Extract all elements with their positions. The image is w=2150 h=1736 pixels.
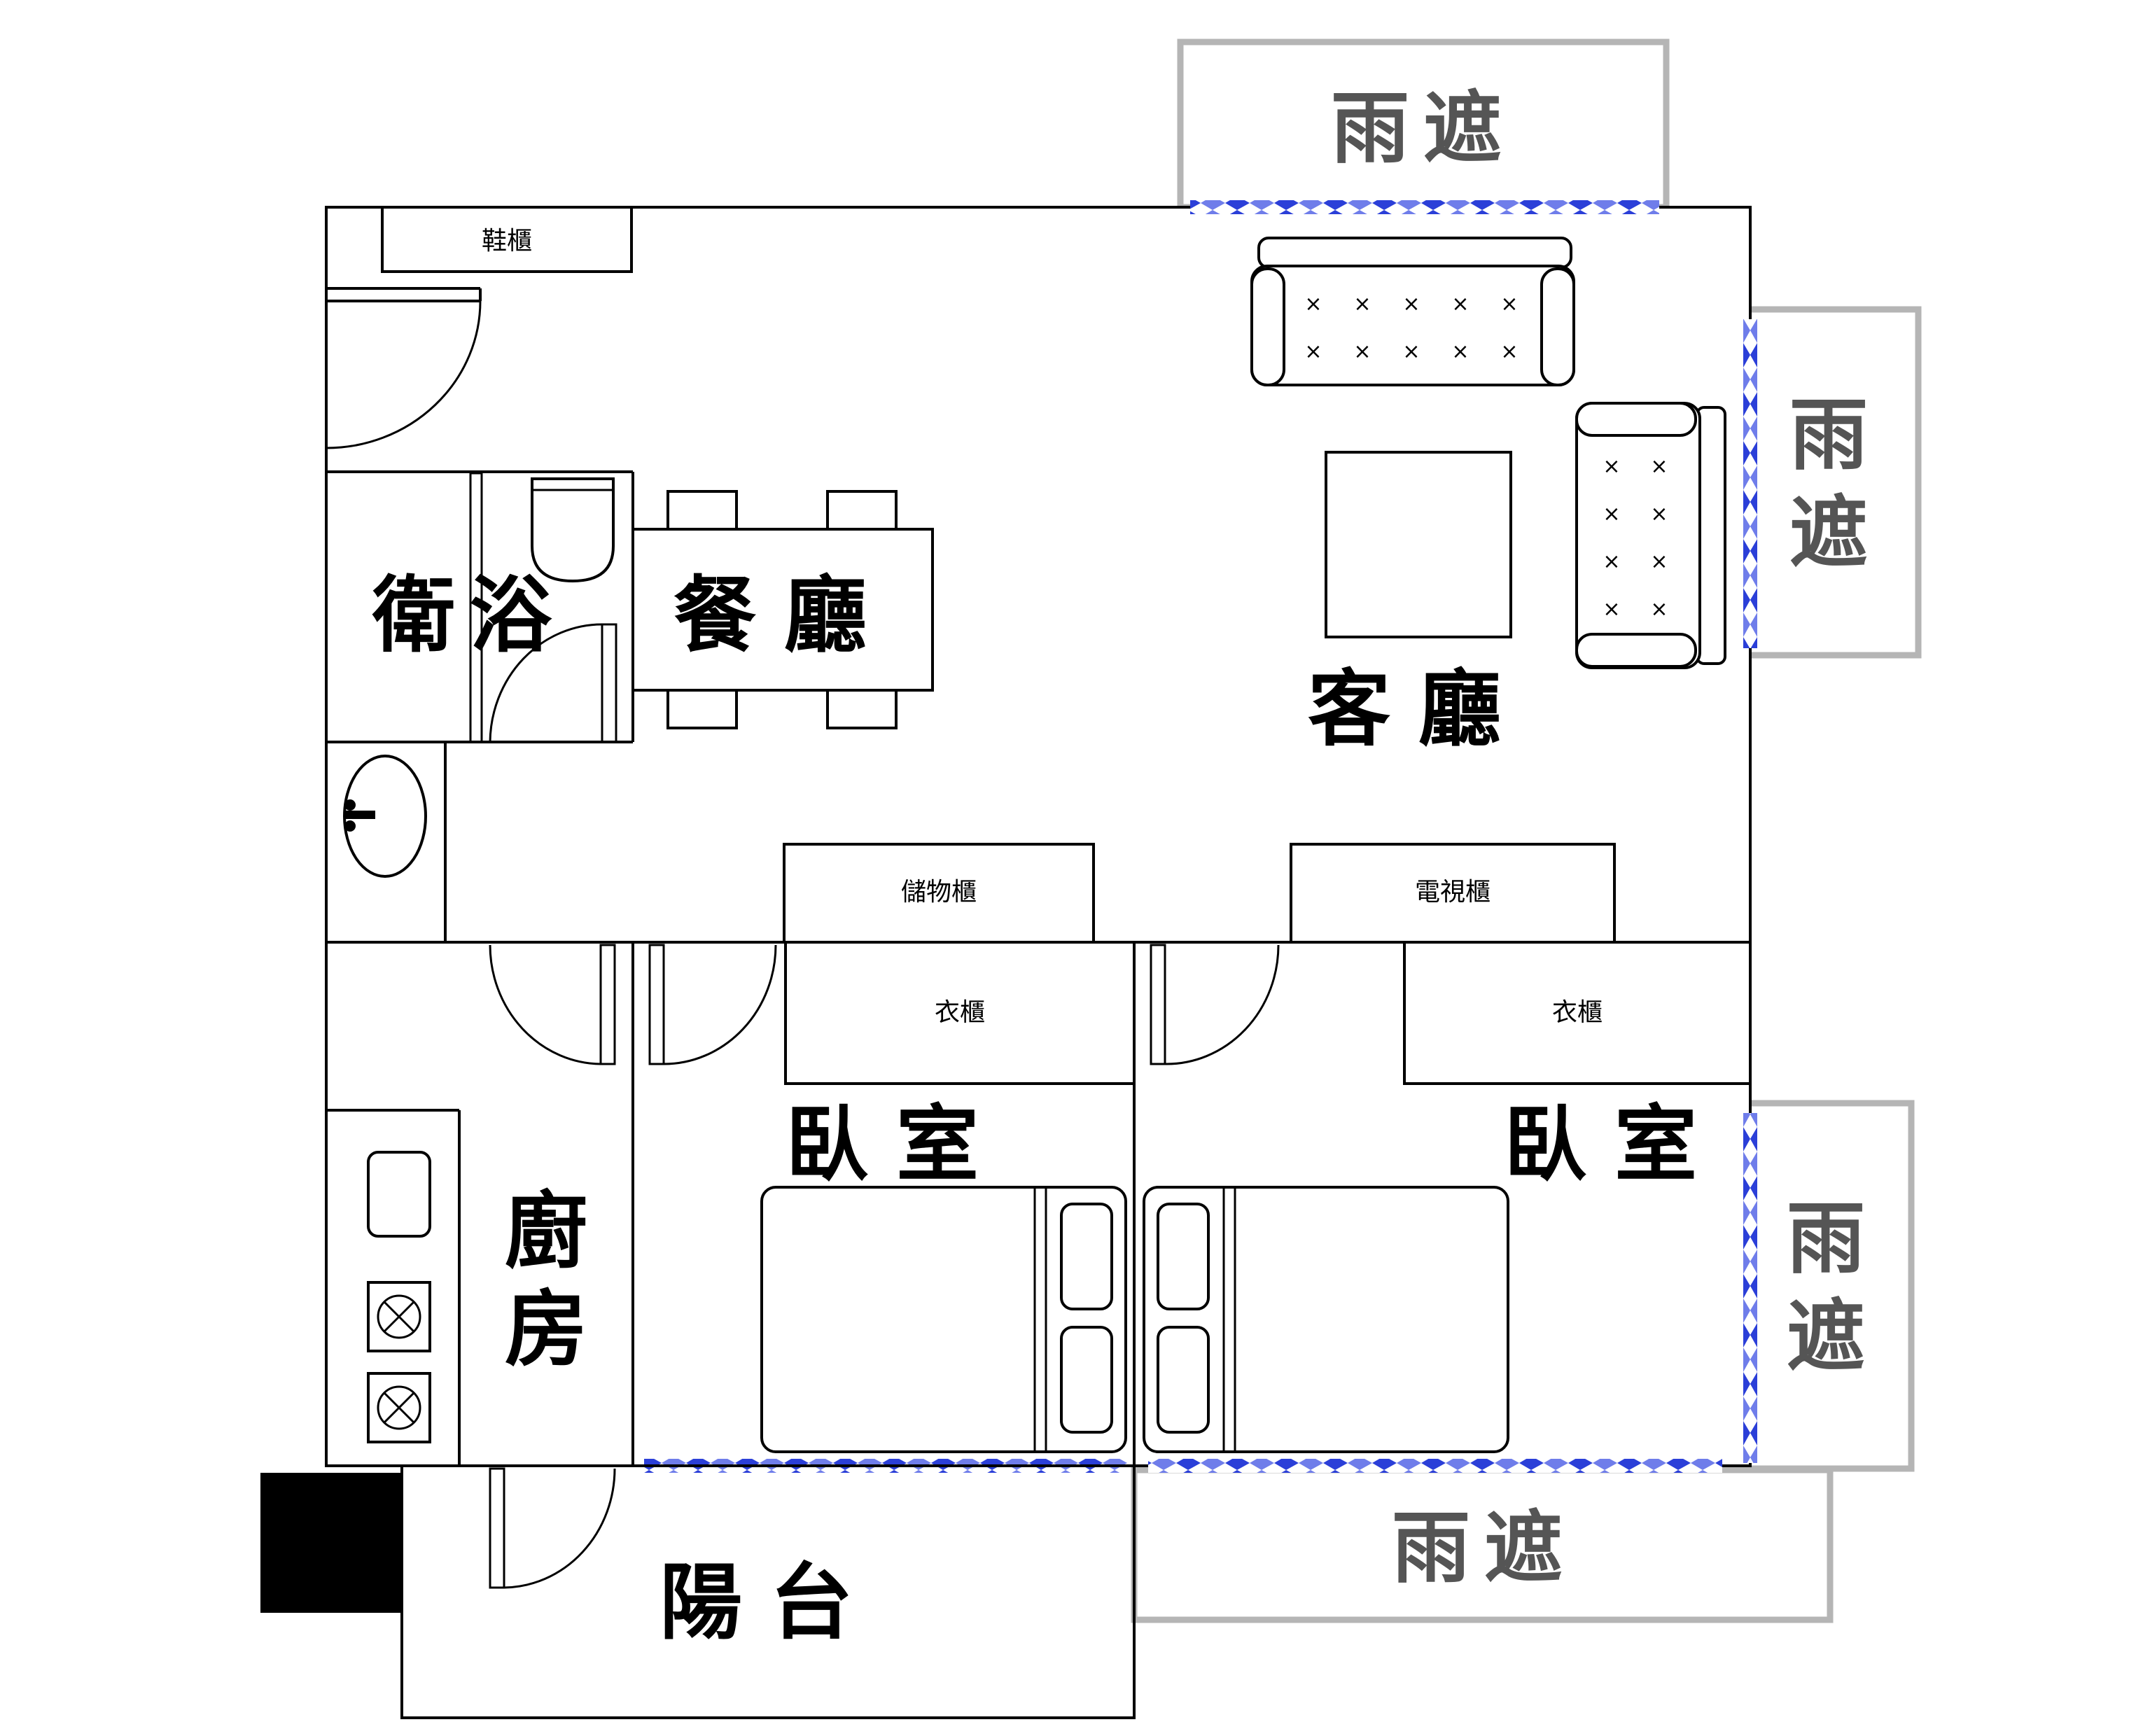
tuft-mark: × (1451, 340, 1469, 364)
tuft-mark: × (1603, 550, 1620, 574)
balcony: 陽台 (260, 1464, 1136, 1719)
awning-top: 雨遮 (1177, 38, 1670, 211)
bed-2 (1143, 1186, 1509, 1453)
storage-cabinet: 儲物櫃 (783, 843, 1095, 944)
awning-right-upper-label-2: 遮 (1789, 488, 1868, 579)
room-label-kitchen: 廚 (505, 1183, 587, 1280)
awning-char: 雨 (1789, 390, 1868, 481)
kitchen-door[interactable] (489, 944, 616, 1065)
awning-right-lower-label-2: 遮 (1787, 1292, 1865, 1382)
awning-bottom-label: 雨遮 (1392, 1503, 1577, 1594)
wardrobe-1-label: 衣櫃 (935, 998, 985, 1027)
tv-cabinet: 電視櫃 (1290, 843, 1616, 944)
storage-cabinet-label: 儲物櫃 (901, 878, 977, 906)
tuft-mark: × (1353, 292, 1371, 316)
toilet (531, 477, 615, 583)
tuft-mark: × (1304, 292, 1322, 316)
balcony-door[interactable] (489, 1467, 616, 1589)
dining-table (631, 490, 934, 729)
wardrobe-2: 衣櫃 (1403, 941, 1752, 1085)
shoe-cabinet-label: 鞋櫃 (482, 227, 532, 255)
sofa-top-cushion: × × × × × × × × × × (1304, 292, 1518, 364)
room-label-balcony: 陽台 (659, 1554, 881, 1651)
tuft-mark: × (1402, 292, 1420, 316)
awning-right-upper-label: 雨 (1789, 390, 1868, 481)
tuft-mark: × (1603, 597, 1620, 622)
tuft-mark: × (1500, 340, 1518, 364)
awning-top-label: 雨遮 (1331, 83, 1516, 174)
sink (343, 755, 427, 878)
sofa-side-cushion: × × × × × × × × (1603, 454, 1668, 622)
room-label-bathroom: 衛浴 (372, 567, 566, 664)
bathroom-door[interactable] (469, 472, 617, 743)
wardrobe-2-label: 衣櫃 (1552, 998, 1603, 1027)
tuft-mark: × (1650, 550, 1668, 574)
tuft-mark: × (1650, 597, 1668, 622)
tuft-mark: × (1650, 454, 1668, 479)
sofa-side (1575, 402, 1726, 669)
tuft-mark: × (1603, 502, 1620, 526)
awning-right-upper: 雨 遮 (1733, 306, 1922, 659)
coffee-table (1325, 451, 1512, 638)
entry-door[interactable] (326, 287, 482, 449)
structural-column (260, 1473, 402, 1613)
tuft-mark: × (1402, 340, 1420, 364)
tv-cabinet-label: 電視櫃 (1415, 878, 1491, 906)
bed-1 (760, 1186, 1127, 1453)
tuft-mark: × (1353, 340, 1371, 364)
awning-bottom: 雨遮 (1131, 1466, 1834, 1623)
shoe-cabinet: 鞋櫃 (381, 206, 633, 273)
tuft-mark: × (1304, 340, 1322, 364)
window-top (1190, 200, 1659, 214)
room-label-living: 客廳 (1308, 661, 1529, 757)
tuft-mark: × (1500, 292, 1518, 316)
outer-wall (325, 206, 1752, 1467)
wardrobe-1: 衣櫃 (784, 941, 1136, 1085)
awning-right-lower-label: 雨 (1787, 1194, 1865, 1284)
room-label-kitchen-2: 房 (505, 1281, 587, 1378)
sofa-top (1250, 237, 1575, 386)
room-label-bedroom-1: 臥室 (786, 1096, 1007, 1193)
window-right-lower (1743, 1113, 1757, 1463)
room-label-dining: 餐廳 (673, 567, 895, 664)
room-label-bedroom-2: 臥室 (1504, 1096, 1725, 1193)
window-bottom-2 (1148, 1459, 1722, 1473)
tuft-mark: × (1451, 292, 1469, 316)
window-right-upper (1743, 319, 1757, 648)
awning-right-lower: 雨 遮 (1733, 1100, 1915, 1472)
tuft-mark: × (1650, 502, 1668, 526)
tuft-mark: × (1603, 454, 1620, 479)
bedroom-1-door[interactable] (648, 944, 777, 1065)
kitchen-counter (367, 1151, 431, 1443)
bedroom-2-door[interactable] (1150, 944, 1280, 1065)
